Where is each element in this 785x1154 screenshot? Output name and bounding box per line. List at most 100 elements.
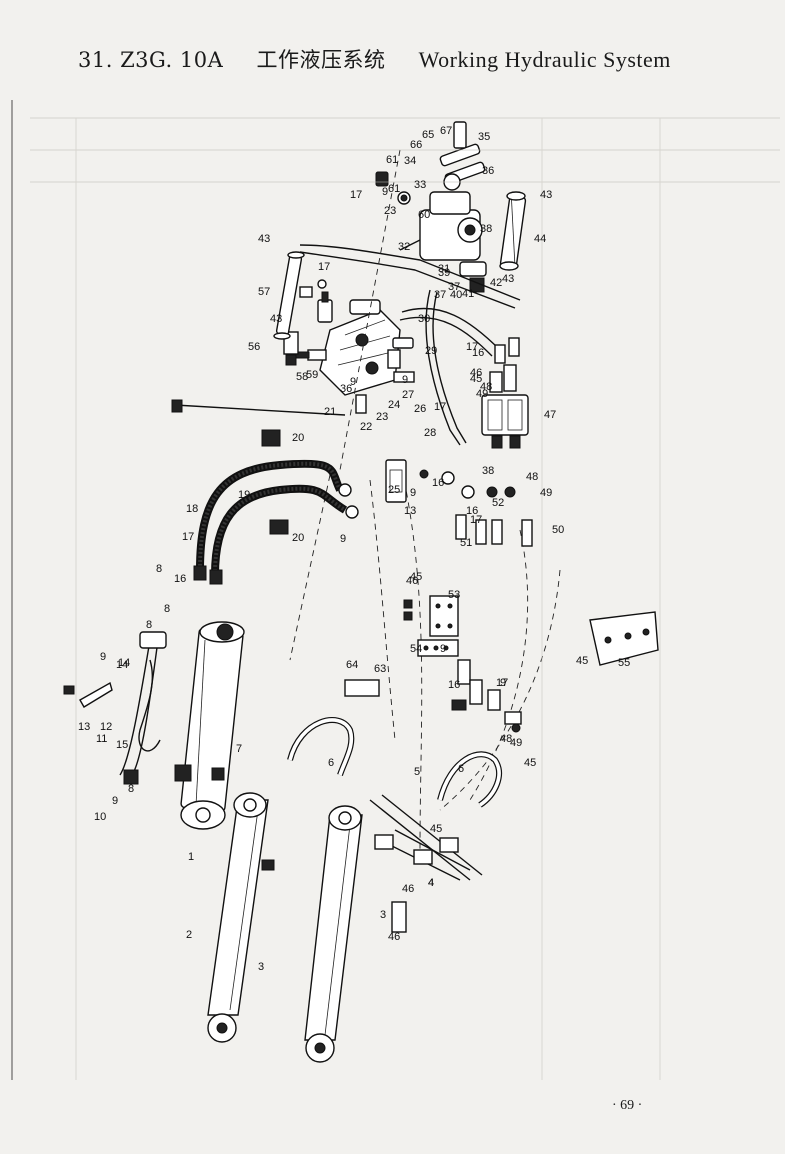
part-callout-40: 40 (450, 289, 462, 301)
part-callout-22: 22 (360, 421, 372, 433)
part-callout-33: 33 (414, 179, 426, 191)
distribution-pipes (369, 794, 483, 881)
part-callout-4: 4 (428, 877, 434, 889)
title-chinese: 工作液压系统 (256, 48, 386, 72)
part-callout-49: 49 (510, 737, 522, 749)
part-callout-9: 9 (100, 651, 106, 663)
part-callout-32: 32 (398, 241, 410, 253)
part-callout-43: 43 (258, 233, 270, 245)
part-callout-67: 67 (440, 125, 452, 137)
part-callout-44: 44 (534, 233, 546, 245)
part-callout-25: 25 (388, 484, 400, 496)
part-callout-45: 45 (576, 655, 588, 667)
part-callout-45: 45 (430, 823, 442, 835)
page-number: · 69 · (612, 1098, 643, 1113)
fittings-lower-right (451, 659, 522, 733)
part-callout-48: 48 (480, 381, 492, 393)
part-callout-36: 36 (340, 383, 352, 395)
part-callout-60: 60 (418, 209, 430, 221)
part-callout-37: 37 (434, 289, 446, 301)
part-callout-47: 47 (544, 409, 556, 421)
part-callout-17: 17 (350, 189, 362, 201)
part-callout-53: 53 (448, 589, 460, 601)
part-callout-64: 64 (346, 659, 358, 671)
part-callout-13: 13 (404, 505, 416, 517)
part-callout-31: 31 (438, 263, 450, 275)
part-callout-9: 9 (112, 795, 118, 807)
part-callout-48: 48 (500, 733, 512, 745)
part-callout-38: 38 (482, 465, 494, 477)
part-callout-4: 4 (428, 877, 434, 889)
part-callout-17: 17 (318, 261, 330, 273)
clamp-46 (391, 901, 407, 933)
part-callout-43: 43 (540, 189, 552, 201)
part-callout-65: 65 (422, 129, 434, 141)
part-callout-61: 61 (386, 154, 398, 166)
part-callout-17: 17 (496, 677, 508, 689)
tilt-cylinder-2 (207, 792, 275, 1043)
part-callout-59: 59 (306, 369, 318, 381)
part-callout-42: 42 (490, 277, 502, 289)
part-callout-27: 27 (402, 389, 414, 401)
part-callout-18: 18 (186, 503, 198, 515)
part-callout-52: 52 (492, 497, 504, 509)
part-callout-17: 17 (466, 341, 478, 353)
part-callout-45: 45 (410, 571, 422, 583)
part-callout-17: 17 (470, 514, 482, 526)
part-callout-26: 26 (414, 403, 426, 415)
part-callout-23: 23 (376, 411, 388, 423)
part-callout-9: 9 (500, 677, 506, 689)
clamp-lower (269, 519, 289, 535)
pipe-left-upper (273, 251, 305, 340)
part-callout-3: 3 (258, 961, 264, 973)
part-callout-9: 9 (410, 487, 416, 499)
part-callout-51: 51 (460, 537, 472, 549)
part-callout-1: 1 (188, 851, 194, 863)
part-callout-17: 17 (434, 401, 446, 413)
part-callout-49: 49 (540, 487, 552, 499)
part-callout-35: 35 (478, 131, 490, 143)
part-callout-43: 43 (502, 273, 514, 285)
fitting-block-right (481, 337, 529, 449)
part-callout-38: 38 (480, 223, 492, 235)
part-callout-48: 48 (526, 471, 538, 483)
suction-pipe (499, 191, 527, 271)
title-english: Working Hydraulic System (418, 47, 671, 72)
part-callout-45: 45 (524, 757, 536, 769)
part-callout-23: 23 (384, 205, 396, 217)
part-callout-49: 49 (476, 388, 488, 400)
valve-fittings (283, 279, 415, 414)
part-callout-20: 20 (292, 432, 304, 444)
tie-rod (174, 404, 346, 416)
part-callout-54: 54 (410, 643, 422, 655)
part-callout-30: 30 (418, 313, 430, 325)
part-callout-56: 56 (248, 341, 260, 353)
pump-shaft (453, 121, 467, 149)
part-callout-45: 45 (470, 373, 482, 385)
part-callout-9: 9 (402, 374, 408, 386)
part-callout-3: 3 (380, 909, 386, 921)
part-callout-8: 8 (128, 783, 134, 795)
pipe-left-lower (119, 639, 151, 776)
lift-cylinder-left (174, 621, 245, 830)
part-callout-43: 43 (270, 313, 282, 325)
valve-plate (417, 595, 459, 657)
part-callout-16: 16 (448, 679, 460, 691)
part-callout-15: 15 (116, 739, 128, 751)
bleed-through-table (30, 117, 780, 1080)
bracket-right (589, 611, 659, 666)
clamp-upper (261, 429, 281, 447)
part-callout-57: 57 (258, 286, 270, 298)
part-callout-8: 8 (146, 619, 152, 631)
part-callout-46: 46 (388, 931, 400, 943)
high-pressure-hose (193, 459, 359, 585)
part-callout-20: 20 (292, 532, 304, 544)
part-callout-16: 16 (432, 477, 444, 489)
bracket-12 (79, 681, 113, 708)
part-callout-16: 16 (472, 347, 484, 359)
part-callout-6: 6 (328, 757, 334, 769)
part-callout-17: 17 (182, 531, 194, 543)
page-title: 31. Z3G. 10A 工作液压系统 Working Hydraulic Sy… (78, 44, 671, 74)
part-callout-9: 9 (382, 186, 388, 198)
